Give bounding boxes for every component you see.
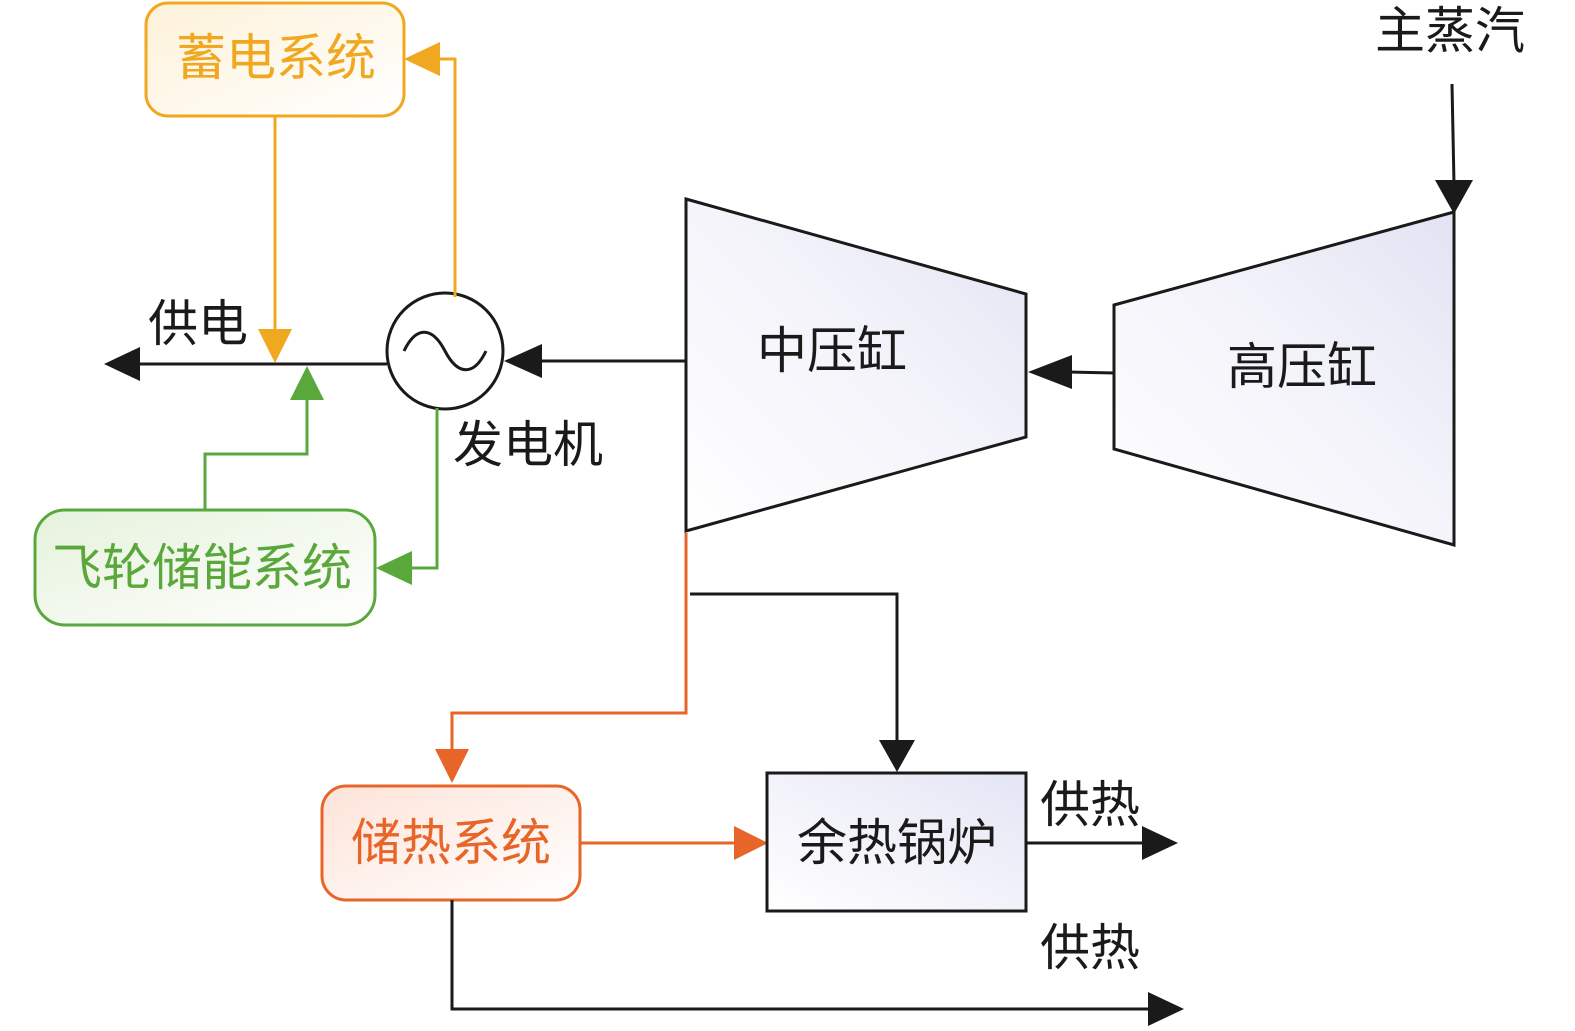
- generator-sine-icon: [402, 330, 488, 372]
- boiler-heat-supply-label: 供热: [1040, 776, 1140, 834]
- power-supply-label: 供电: [148, 295, 248, 353]
- heat-storage-to-boiler-arrowhead: [734, 826, 768, 860]
- main-steam-arrowhead: [1435, 180, 1473, 214]
- hp-cylinder-label: 高压缸: [1227, 338, 1377, 396]
- hp-to-ip-arrowhead: [1028, 355, 1072, 389]
- heat-storage-label: 储热系统: [351, 814, 551, 872]
- flywheel-to-grid-line: [203, 398, 309, 510]
- hp-to-ip-line: [1067, 370, 1115, 375]
- ip-to-heat-storage-arrowhead: [435, 749, 469, 783]
- waste-heat-boiler-box: [765, 771, 1028, 913]
- generator-label: 发电机: [453, 416, 603, 474]
- ip-to-boiler-arrowhead: [879, 740, 915, 772]
- battery-system-label: 蓄电系统: [176, 29, 376, 87]
- power-supply-arrowhead: [104, 347, 140, 381]
- hp-cylinder-shape: [1112, 210, 1456, 547]
- battery-to-grid-arrowhead: [258, 329, 292, 363]
- storage-heat-supply-arrowhead: [1148, 992, 1184, 1026]
- ip-to-heat-storage-line: [450, 533, 688, 752]
- ip-to-generator-arrowhead: [504, 344, 542, 378]
- flywheel-to-grid-arrowhead: [290, 366, 324, 400]
- main-steam-label: 主蒸汽: [1375, 2, 1525, 60]
- ip-cylinder-shape: [684, 197, 1028, 533]
- flywheel-system-label: 飞轮储能系统: [52, 539, 352, 597]
- generator-to-battery-arrowhead: [404, 42, 440, 76]
- generator-to-flywheel-line: [410, 408, 439, 570]
- waste-heat-boiler-label: 余热锅炉: [797, 814, 997, 872]
- generator-to-battery-line: [438, 57, 457, 297]
- storage-heat-supply-line: [450, 900, 1152, 1011]
- ip-to-boiler-line: [690, 592, 899, 742]
- storage-heat-supply-label: 供热: [1040, 919, 1140, 977]
- main-steam-line: [1450, 83, 1456, 185]
- ip-cylinder-label: 中压缸: [757, 322, 907, 380]
- generator-to-flywheel-arrowhead: [376, 551, 412, 585]
- boiler-heat-supply-arrowhead: [1142, 826, 1178, 860]
